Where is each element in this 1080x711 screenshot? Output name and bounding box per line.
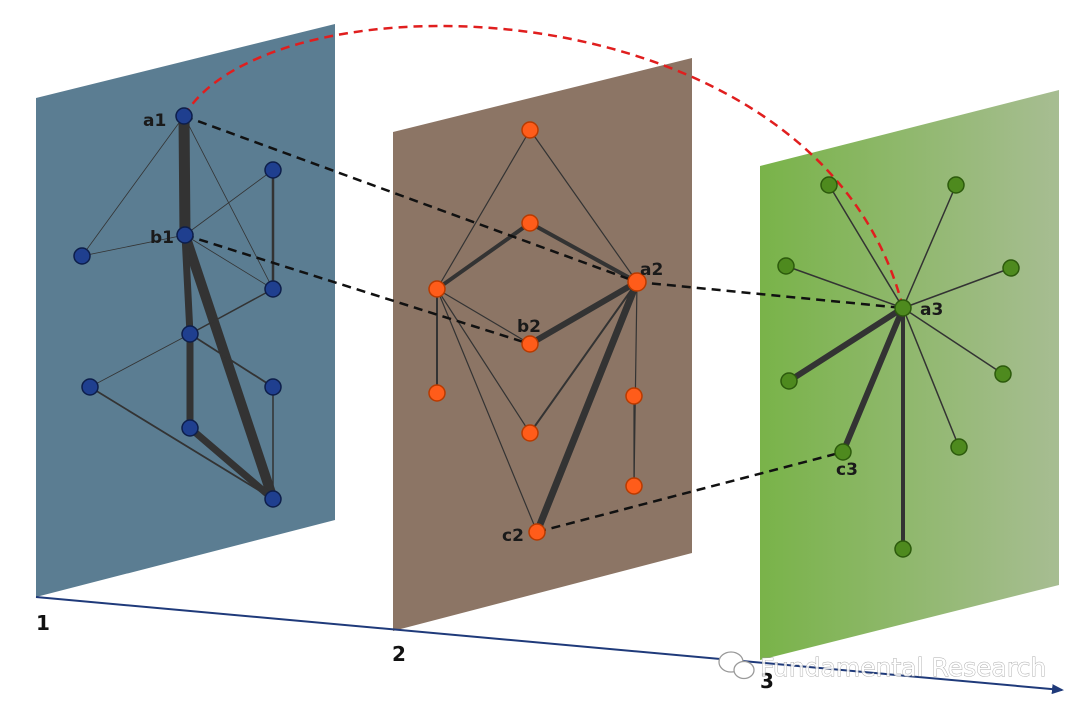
layer3-node: [777, 257, 795, 275]
label-a1: a1: [143, 111, 166, 131]
label-b1: b1: [150, 228, 174, 248]
axis-label-layer-2: 2: [392, 642, 406, 666]
layer3-node: [820, 176, 838, 194]
label-c2: c2: [502, 526, 524, 546]
axis-label-layer-3: 3: [760, 669, 774, 693]
node-c2: [528, 523, 546, 541]
layer-3-edges: [785, 184, 1012, 551]
watermark: Fundamental Research: [718, 651, 1047, 682]
layer1-node: [181, 419, 199, 437]
layer2-node: [521, 424, 539, 442]
layer3-node: [780, 372, 798, 390]
node-b1: [176, 226, 194, 244]
layer-3-plane: [760, 90, 1059, 660]
layer1-node: [181, 325, 199, 343]
link-b1-b2: [184, 233, 531, 346]
layer1-node: [264, 280, 282, 298]
node-c3: [834, 443, 852, 461]
layer-3-nodes: [777, 176, 1020, 558]
layer2-node: [521, 121, 539, 139]
layer-2-edges: [435, 129, 641, 536]
layer3-node: [950, 438, 968, 456]
layer2-node: [625, 477, 643, 495]
layer-2-nodes: [428, 121, 647, 541]
layer2-node: [625, 387, 643, 405]
layer-1-nodes: [73, 107, 282, 508]
watermark-text: Fundamental Research: [760, 653, 1046, 682]
highlight-link-a1-a3: [182, 24, 905, 309]
layer3-node: [1002, 259, 1020, 277]
layer1-node: [264, 378, 282, 396]
link-c2-c3: [536, 450, 844, 534]
label-b2: b2: [517, 317, 541, 337]
layer3-node: [994, 365, 1012, 383]
axis-label-layer-1: 1: [36, 611, 50, 635]
layer1-node: [73, 247, 91, 265]
layer2-node: [521, 214, 539, 232]
layer2-node: [428, 280, 446, 298]
node-a1: [175, 107, 193, 125]
layer-2-plane: [393, 58, 692, 631]
layer1-node: [81, 378, 99, 396]
node-a3: [894, 299, 912, 317]
label-a2: a2: [640, 260, 663, 280]
label-a3: a3: [920, 300, 943, 320]
node-a2: [627, 272, 647, 292]
layer-axis: [35, 596, 1064, 695]
layer2-node: [428, 384, 446, 402]
layer1-node: [264, 490, 282, 508]
inter-layer-links: [183, 114, 904, 534]
label-c3: c3: [836, 460, 858, 480]
wechat-icon: [718, 651, 755, 680]
layer3-node: [894, 540, 912, 558]
link-a1-a2: [183, 114, 638, 284]
layer-1-edges: [81, 110, 278, 504]
layer1-node: [264, 161, 282, 179]
layer3-node: [947, 176, 965, 194]
node-b2: [521, 335, 539, 353]
